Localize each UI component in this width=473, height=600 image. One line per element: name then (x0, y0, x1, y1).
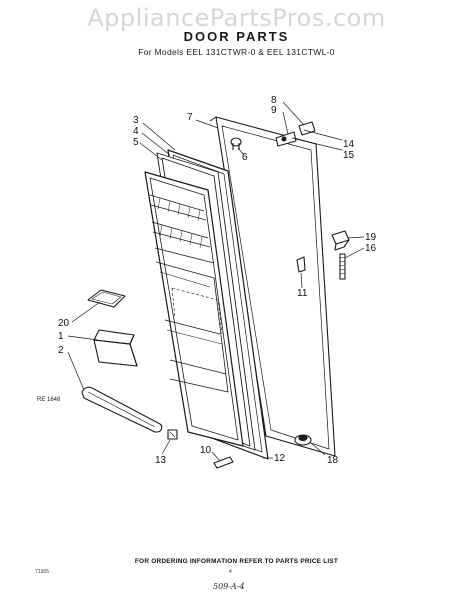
callout-10: 10 (200, 445, 212, 456)
callout-12: 12 (274, 453, 286, 464)
door-stop-pin (213, 456, 234, 469)
handwritten-note: 509-A-4 (213, 582, 245, 591)
shelf-bin (87, 289, 126, 308)
footer-note: FOR ORDERING INFORMATION REFER TO PARTS … (134, 558, 339, 565)
callout-7: 7 (187, 112, 193, 123)
callout-16: 16 (365, 243, 377, 254)
page-code: 71365 (35, 569, 49, 575)
callout-5: 5 (133, 137, 139, 148)
cam (167, 429, 178, 440)
callout-6: 6 (242, 152, 248, 163)
callout-19: 19 (365, 232, 377, 243)
callout-11: 11 (297, 288, 308, 299)
inner-door-liner (144, 171, 244, 447)
callout-14: 14 (343, 139, 355, 150)
callout-8: 8 (271, 95, 277, 106)
door-handle (339, 253, 346, 280)
shelf-front (93, 329, 138, 367)
drawing-code: RE 1648 (37, 397, 61, 403)
callout-13: 13 (155, 455, 167, 466)
page-number: 4 (229, 569, 232, 575)
handle-bracket (331, 230, 350, 251)
callout-3: 3 (133, 115, 139, 126)
callout-1: 1 (58, 331, 64, 342)
leader-lines (67, 101, 365, 462)
callout-4: 4 (133, 126, 139, 137)
callout-2: 2 (58, 345, 64, 356)
callout-20: 20 (58, 318, 70, 329)
bottom-hinge-bearing (294, 434, 312, 446)
diagram-subtitle: For Models EEL 131CTWR-0 & EEL 131CTWL-0 (138, 47, 335, 57)
callout-18: 18 (327, 455, 339, 466)
door-stop (296, 256, 306, 273)
door-bar (81, 386, 163, 433)
callout-15: 15 (343, 150, 355, 161)
diagram-title: DOOR PARTS (183, 29, 290, 44)
callout-9: 9 (271, 105, 277, 116)
